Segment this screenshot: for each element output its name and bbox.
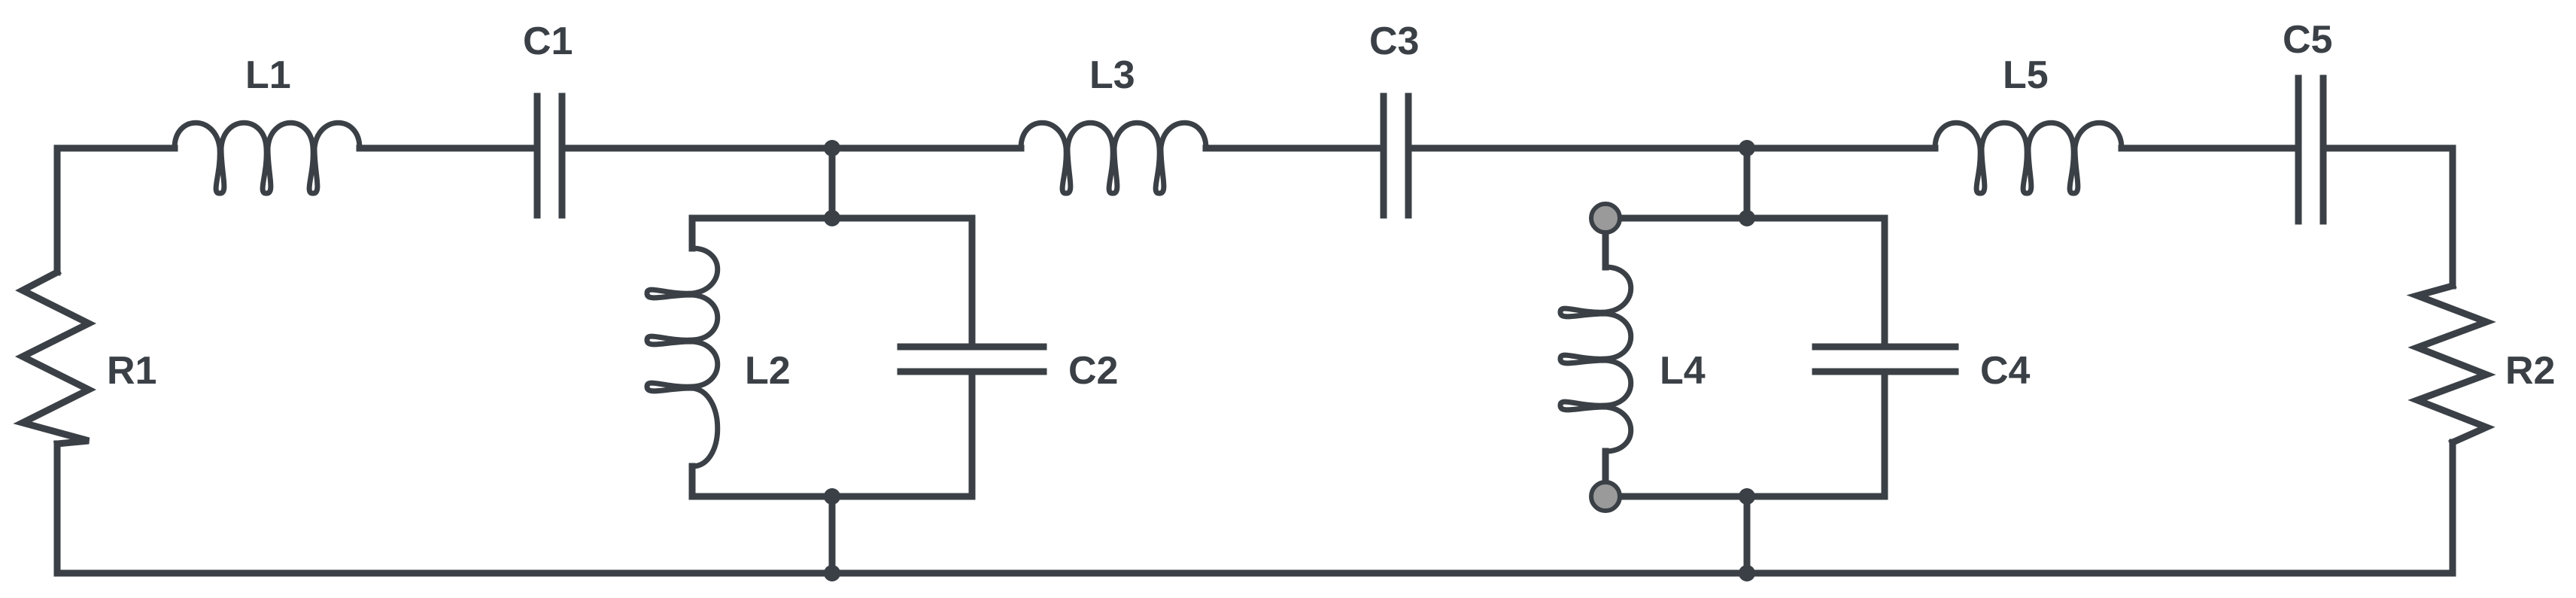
open-terminal-icon[interactable] [1589,202,1622,235]
resistor-R2[interactable] [2406,281,2496,447]
tank2-top-rail [1602,214,1888,351]
capacitor-C4[interactable] [1812,343,1959,375]
inductor-L3[interactable] [1018,120,1209,196]
resistor-R1[interactable] [13,267,97,448]
label-R2: R2 [2505,349,2555,393]
label-C2: C2 [1068,349,1118,393]
label-R1: R1 [107,349,156,393]
label-L5: L5 [2003,53,2049,97]
tank2-bottom-rail [1602,368,1888,500]
junction-dot [824,140,840,156]
junction-dot [1739,210,1755,226]
junction-dot [1739,140,1755,156]
capacitor-C2[interactable] [897,343,1047,375]
junction-dot [824,488,840,505]
inductor-L2[interactable] [644,245,721,469]
capacitor-C3[interactable] [1380,93,1412,219]
label-L4: L4 [1660,349,1706,393]
junction-dot [824,565,840,581]
label-L3: L3 [1089,53,1135,97]
inductor-L5[interactable] [1932,120,2125,196]
label-C5: C5 [2283,18,2332,62]
tank1-top-rail [688,214,976,351]
inductor-L4[interactable] [1557,264,1634,454]
inductor-L1[interactable] [172,120,363,196]
label-C4: C4 [1980,349,2031,393]
junction-dot [1739,488,1755,505]
label-L1: L1 [245,53,291,97]
capacitor-C5[interactable] [2295,74,2327,225]
tank1-bottom-rail [688,368,976,500]
junction-dot [1739,565,1755,581]
capacitor-C1[interactable] [533,93,566,219]
label-L2: L2 [745,349,791,393]
label-C3: C3 [1369,20,1419,63]
wires [53,144,2456,577]
junction-dot [824,210,840,226]
label-C1: C1 [523,20,573,63]
open-terminal-icon[interactable] [1589,480,1622,513]
